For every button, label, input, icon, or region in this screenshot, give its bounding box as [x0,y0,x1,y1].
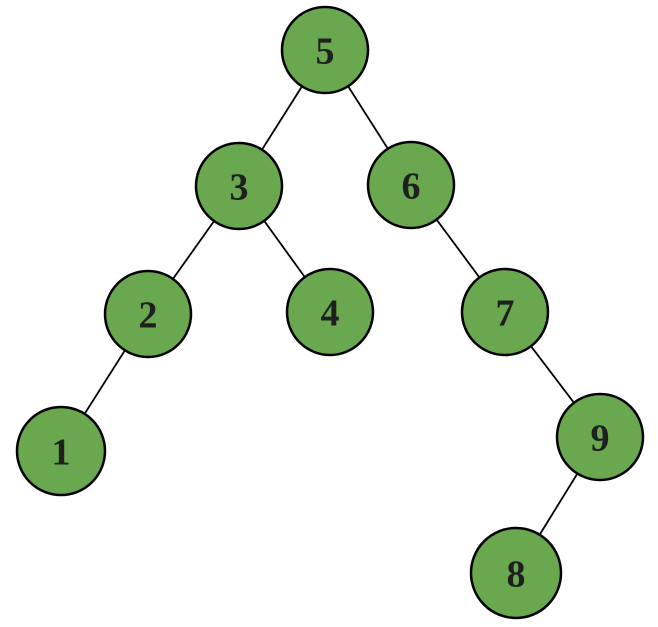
tree-node-label-2: 2 [139,294,158,336]
tree-node-7: 7 [460,267,550,357]
tree-node-circle-1 [15,405,107,497]
tree-node-circle-6 [366,140,456,230]
tree-node-2: 2 [103,269,193,359]
tree-node-label-4: 4 [321,292,340,334]
tree-node-label-6: 6 [402,165,421,207]
tree-node-9: 9 [555,392,645,482]
tree-node-circle-2 [103,269,193,359]
tree-node-circle-9 [555,392,645,482]
tree-node-5: 5 [280,5,370,95]
tree-node-4: 4 [285,267,375,357]
tree-node-circle-5 [280,5,370,95]
tree-node-circle-8 [469,526,563,620]
tree-node-circle-3 [194,141,284,231]
tree-node-circle-4 [285,267,375,357]
tree-node-label-7: 7 [496,292,515,334]
tree-node-circle-7 [460,267,550,357]
tree-node-label-1: 1 [52,431,71,473]
tree-node-6: 6 [366,140,456,230]
tree-node-label-8: 8 [507,553,526,595]
tree-node-label-9: 9 [591,417,610,459]
tree-node-1: 1 [15,405,107,497]
tree-node-label-5: 5 [316,30,335,72]
tree-node-8: 8 [469,526,563,620]
tree-node-3: 3 [194,141,284,231]
tree-node-label-3: 3 [230,166,249,208]
